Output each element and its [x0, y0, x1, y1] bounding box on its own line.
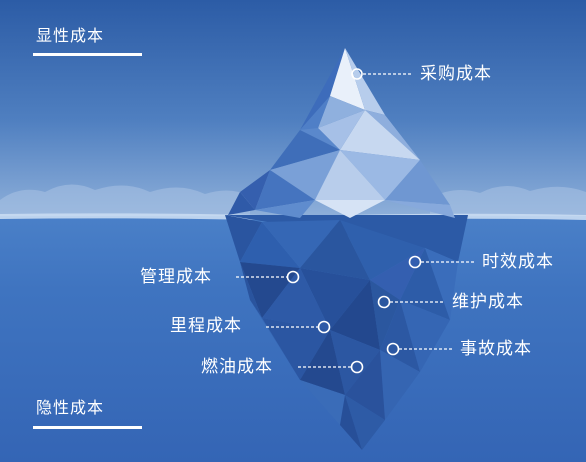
label-accident-cost: 事故成本: [460, 339, 532, 359]
clouds: [0, 184, 250, 218]
marker-maintenance: [377, 295, 391, 309]
iceberg-underwater: [225, 215, 468, 450]
label-procurement-cost: 采购成本: [420, 64, 492, 84]
hidden-cost-heading: 隐性成本: [36, 398, 105, 417]
label-management-cost: 管理成本: [140, 267, 212, 287]
label-maintenance-cost: 维护成本: [452, 292, 524, 312]
label-fuel-cost: 燃油成本: [201, 357, 273, 377]
label-mileage-cost: 里程成本: [170, 316, 242, 336]
marker-accident: [386, 342, 400, 356]
hidden-cost-underline: [33, 426, 142, 429]
marker-procurement: [351, 68, 363, 80]
connectors: [236, 73, 474, 368]
marker-mileage: [317, 320, 331, 334]
label-timeliness-cost: 时效成本: [482, 252, 554, 272]
marker-fuel: [350, 360, 364, 374]
markers: [286, 68, 422, 374]
clouds-right: [430, 185, 586, 218]
visible-cost-heading: 显性成本: [36, 26, 105, 45]
marker-timeliness: [408, 255, 422, 269]
visible-cost-underline: [33, 53, 142, 56]
marker-management: [286, 270, 300, 284]
iceberg-tip: [228, 48, 455, 218]
